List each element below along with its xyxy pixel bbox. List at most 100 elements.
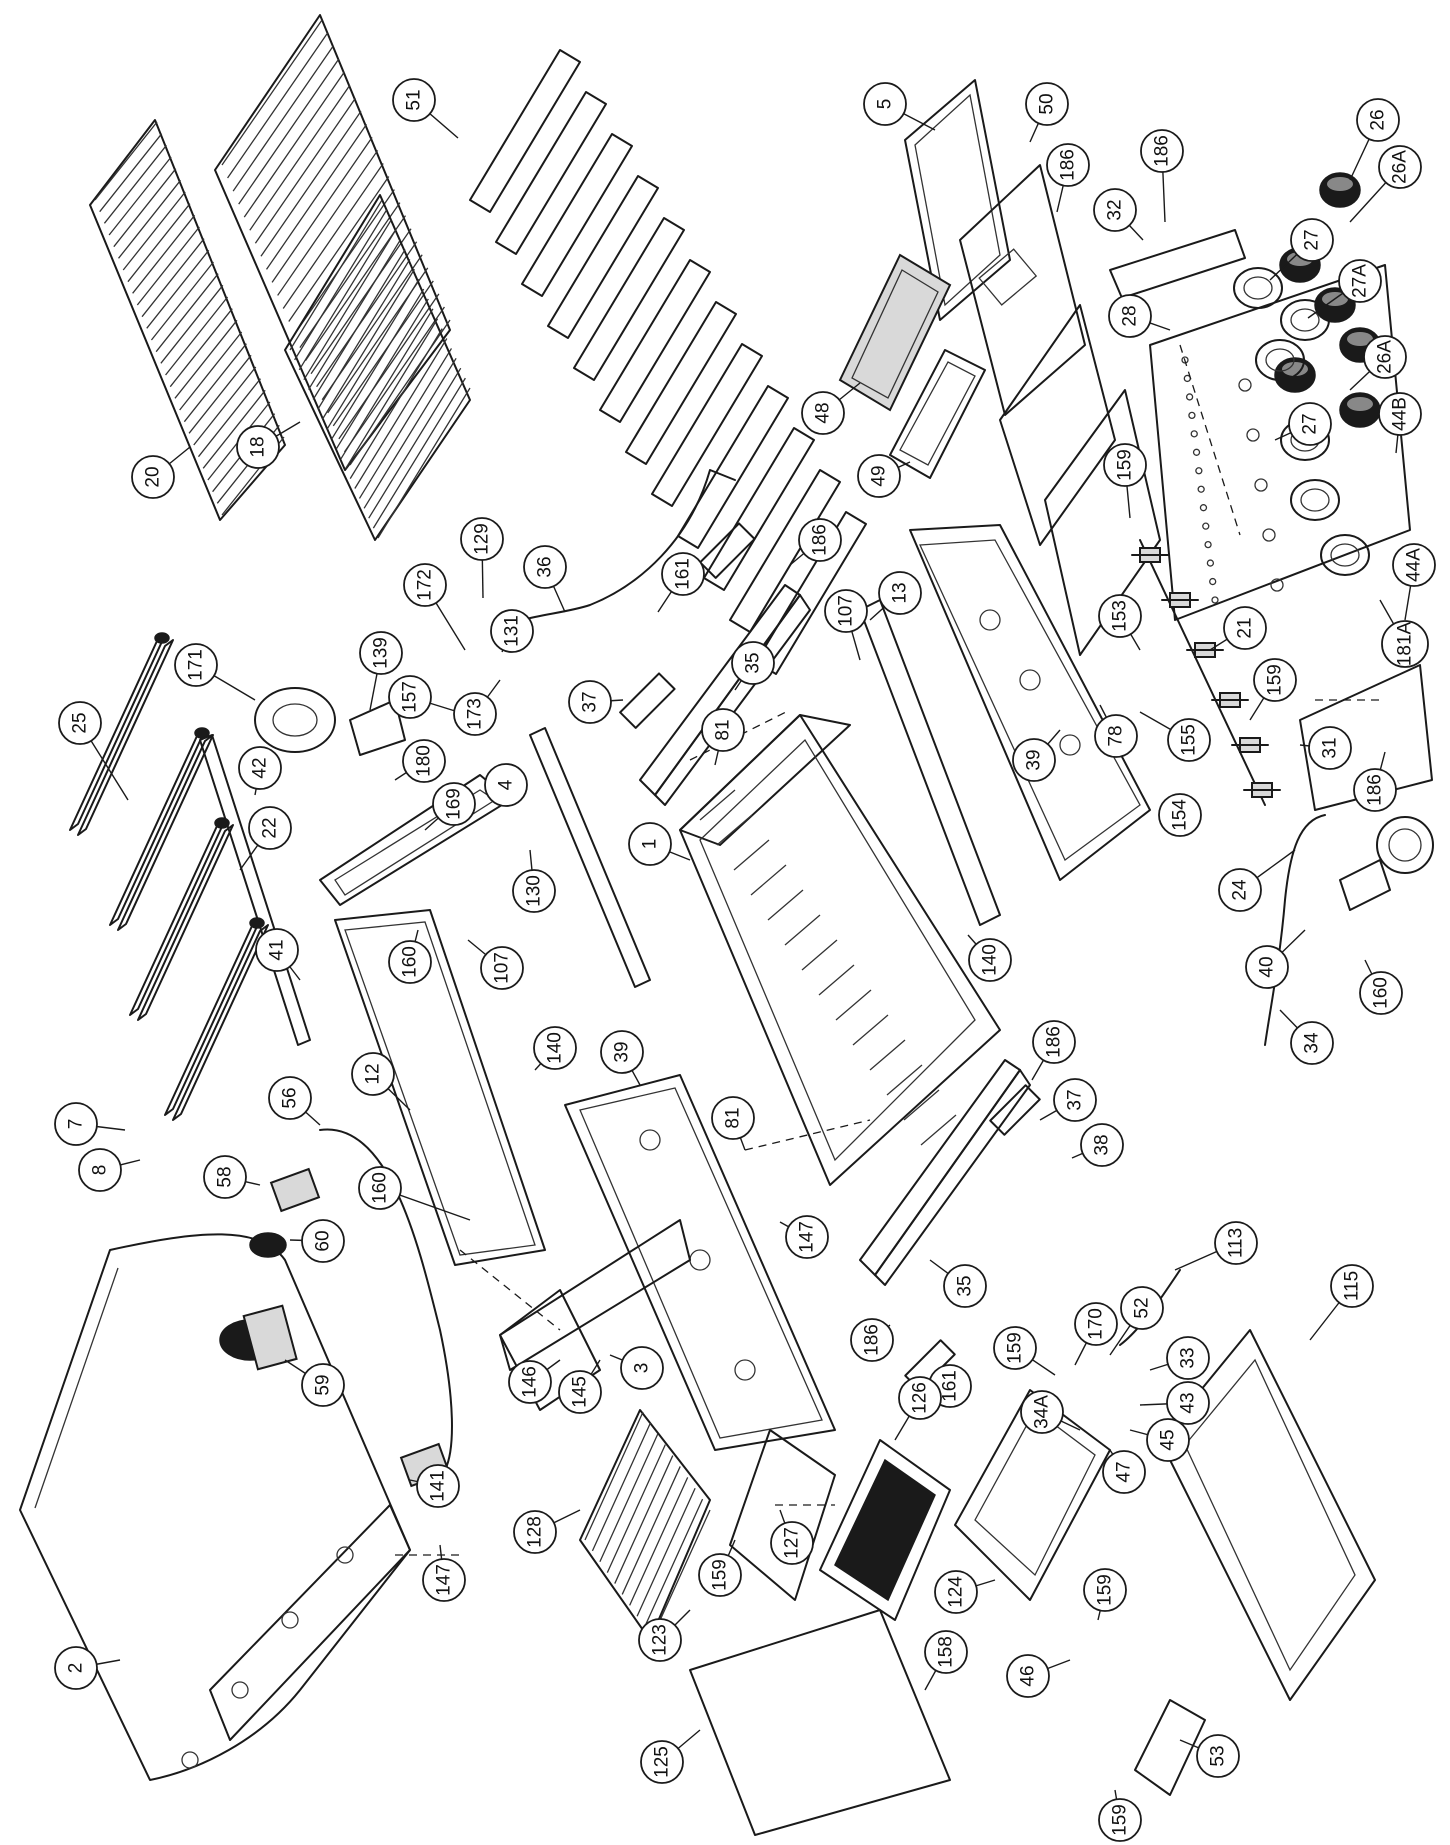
callout-159: 159 [1098, 1789, 1142, 1842]
alignment-lines [395, 344, 1385, 1556]
callout-label: 1 [640, 839, 661, 850]
callout-label: 45 [1158, 1429, 1179, 1450]
callout-4: 4 [484, 763, 528, 807]
callout-label: 53 [1208, 1745, 1229, 1766]
callout-label: 145 [570, 1376, 591, 1408]
callout-label: 153 [1110, 600, 1131, 632]
callout-124: 124 [934, 1570, 996, 1614]
callout-145: 145 [558, 1359, 602, 1414]
callout-170: 170 [1074, 1302, 1118, 1366]
callout-44B: 44B [1378, 392, 1422, 454]
callout-label: 127 [782, 1527, 803, 1559]
callout-141: 141 [409, 1464, 460, 1508]
callout-label: 41 [267, 939, 288, 960]
callout-label: 13 [890, 582, 911, 603]
callout-label: 147 [434, 1564, 455, 1596]
flame-tamers-51 [469, 49, 867, 675]
callout-label: 47 [1114, 1461, 1135, 1482]
callout-label: 159 [1005, 1332, 1026, 1364]
callout-24: 24 [1218, 849, 1296, 912]
callout-153: 153 [1098, 594, 1142, 651]
callout-181A: 181A [1379, 599, 1429, 668]
callout-159: 159 [1249, 658, 1297, 721]
callout-label: 8 [90, 1165, 111, 1176]
callout-18: 18 [236, 421, 301, 469]
callout-34A: 34A [1020, 1390, 1081, 1434]
rear-panel-39 [909, 524, 1151, 881]
callout-43: 43 [1139, 1381, 1210, 1425]
callout-label: 35 [743, 652, 764, 673]
callout-129: 129 [460, 517, 504, 599]
heat-shield-50 [959, 164, 1086, 416]
callout-label: 40 [1257, 956, 1278, 977]
callout-label: 124 [946, 1576, 967, 1608]
callout-21: 21 [1209, 606, 1267, 651]
callout-33: 33 [1149, 1336, 1210, 1380]
handle-mount-58 [269, 1167, 321, 1213]
callout-label: 180 [414, 745, 435, 777]
callout-label: 155 [1179, 724, 1200, 756]
callout-44A: 44A [1392, 543, 1436, 621]
callout-label: 27 [1300, 413, 1321, 434]
callout-label: 35 [955, 1275, 976, 1296]
callout-20: 20 [131, 446, 191, 499]
callout-label: 173 [465, 698, 486, 730]
bezel-60 [249, 1232, 287, 1258]
end-cap-32 [1109, 229, 1246, 299]
callout-60: 60 [289, 1219, 345, 1263]
callout-3: 3 [609, 1346, 664, 1390]
lid-2 [19, 1233, 411, 1781]
callout-180: 180 [394, 739, 446, 783]
callout-label: 139 [371, 637, 392, 669]
callout-label: 159 [1110, 1804, 1131, 1836]
callout-140: 140 [533, 1026, 577, 1071]
callout-5: 5 [863, 82, 936, 131]
callout-159: 159 [993, 1326, 1056, 1376]
callout-label: 140 [980, 944, 1001, 976]
callout-8: 8 [78, 1148, 141, 1192]
callout-27: 27 [1274, 402, 1332, 446]
callout-36: 36 [523, 545, 567, 613]
callout-146: 146 [508, 1359, 561, 1404]
callout-127: 127 [770, 1509, 814, 1565]
callout-81: 81 [701, 708, 745, 766]
callout-126: 126 [894, 1376, 942, 1441]
callout-label: 159 [1115, 449, 1136, 481]
callout-169: 169 [424, 782, 476, 831]
callout-37: 37 [1039, 1078, 1097, 1122]
callout-159: 159 [698, 1539, 742, 1597]
callout-label: 26A [1390, 150, 1411, 184]
callout-45: 45 [1129, 1418, 1190, 1462]
callout-52: 52 [1109, 1286, 1164, 1356]
callout-186: 186 [850, 1318, 894, 1362]
callout-label: 140 [545, 1032, 566, 1064]
callout-label: 107 [836, 595, 857, 627]
callout-label: 78 [1106, 725, 1127, 746]
callout-161: 161 [657, 552, 705, 613]
callout-40: 40 [1245, 929, 1306, 989]
callout-39: 39 [1012, 729, 1061, 782]
callout-label: 147 [797, 1221, 818, 1253]
callout-186: 186 [1353, 751, 1397, 812]
callout-147: 147 [779, 1215, 829, 1259]
callout-107: 107 [467, 939, 524, 990]
ignition-module-171 [254, 687, 336, 753]
callout-label: 5 [875, 99, 896, 110]
callout-2: 2 [54, 1646, 121, 1690]
grill-plate-127 [729, 1429, 836, 1601]
callout-label: 3 [632, 1363, 653, 1374]
callout-label: 129 [472, 523, 493, 555]
callout-label: 18 [248, 436, 269, 457]
drip-tray-49 [889, 349, 986, 479]
callout-59: 59 [284, 1359, 345, 1407]
callout-39: 39 [600, 1030, 644, 1086]
rear-panel-39-lower [564, 1074, 836, 1451]
callout-label: 186 [862, 1324, 883, 1356]
callout-42: 42 [238, 746, 282, 796]
callout-label: 159 [1095, 1574, 1116, 1606]
callout-186: 186 [1046, 143, 1090, 213]
manifold-21 [1131, 539, 1281, 806]
callout-37: 37 [568, 680, 624, 724]
callout-160: 160 [388, 929, 432, 984]
